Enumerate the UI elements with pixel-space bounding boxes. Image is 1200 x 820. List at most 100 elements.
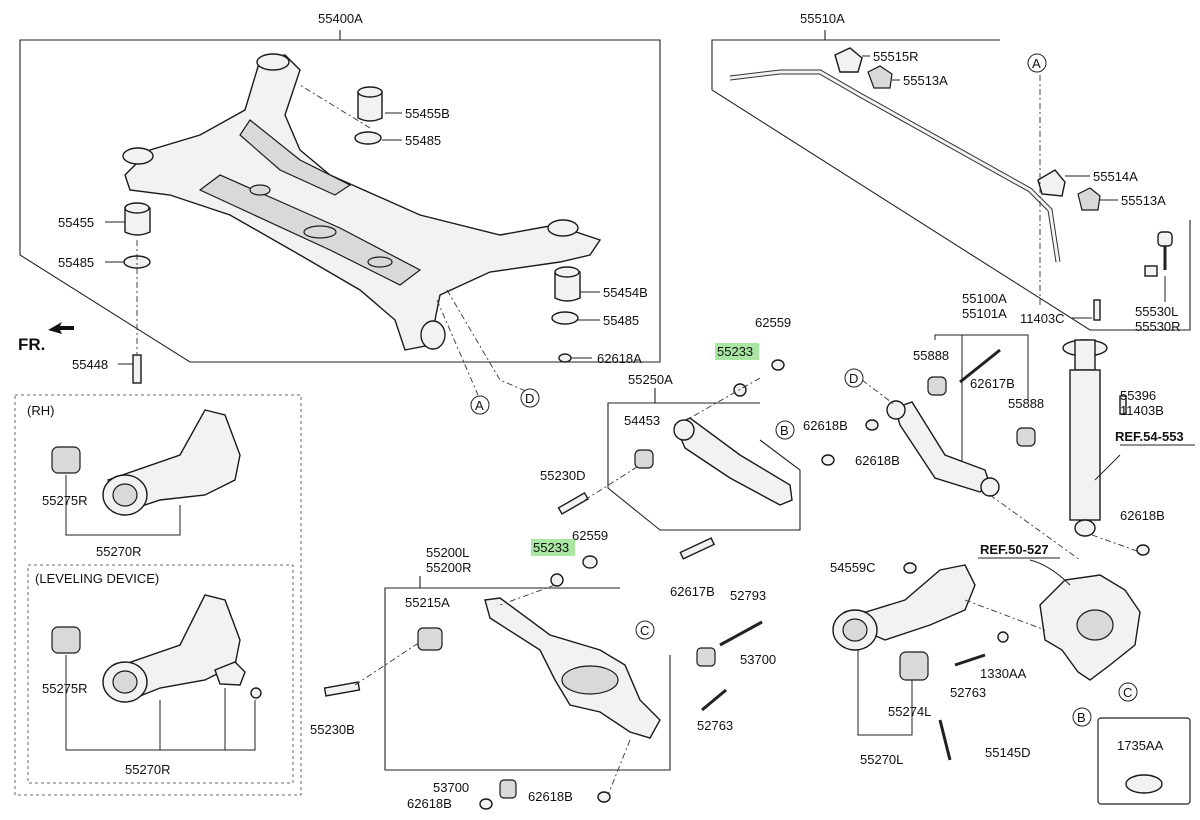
mount-upper-left [256,53,290,71]
bushing-55274L [899,651,929,681]
lead-ref50 [1029,559,1071,586]
nut-62559 [771,359,785,371]
bushing-53700-b [499,779,517,799]
bushing-55455-top [124,202,150,214]
plug-frame [1097,717,1191,805]
front-label: FR. [18,335,45,354]
bushing-55513A-b [1077,187,1101,211]
label-55510A: 55510A [800,11,845,26]
label-62618B: 62618B [855,453,900,468]
label-55396: 55396 [1120,388,1156,403]
callout-A [1027,53,1047,73]
label-55515R: 55515R [873,49,919,64]
label-62618B: 62618B [803,418,848,433]
callout-D [844,368,864,388]
callout-D-text: D [525,391,534,406]
bolt-55448 [132,354,142,384]
bolt-52793 [719,620,763,647]
plug-group: 1735AA [1097,717,1191,805]
bolt-62617B [679,537,716,560]
label-55275R: 55275R [42,681,88,696]
label-REF50: REF.50-527 [980,542,1049,557]
stabilizer-group: 55510A 55515R 55513A 55514A 55513A 55530… [711,11,1191,334]
label-55514A: 55514A [1093,169,1138,184]
bolt-52763 [954,653,986,667]
label-62617B: 62617B [970,376,1015,391]
trailing-arm-frame [607,388,801,531]
dash-ua-2 [989,494,1081,561]
callout-C [1118,682,1138,702]
label-55530L: 55530L [1135,304,1178,319]
lateral-link [674,417,793,506]
label-62618B: 62618B [1120,508,1165,523]
label-54559C: 54559C [830,560,876,575]
dash-ta-1 [689,377,761,419]
bolt-52763 [701,688,727,712]
leveling-bolt [250,687,262,699]
label-62618B: 62618B [528,789,573,804]
nut-62618B [821,454,835,466]
dash-3 [436,299,479,396]
mount-right [547,219,579,237]
bushing-55454B-top [554,266,580,278]
nut-62618B [865,419,879,431]
label-55513A: 55513A [903,73,948,88]
link-bottom [1144,265,1158,277]
label-55200R: 55200R [426,560,472,575]
shock-eye [1074,519,1096,537]
bolt-55230D [557,491,589,515]
label-55200L: 55200L [426,545,469,560]
label-1330AA: 1330AA [980,666,1027,681]
label-55215A: 55215A [405,595,450,610]
lateral-link-eye [673,419,695,441]
bracket-55270L [857,650,913,736]
callout-B-text: B [1077,710,1086,725]
label-55530R: 55530R [1135,319,1181,334]
callout-B [1072,707,1092,727]
label-55270L: 55270L [860,752,903,767]
leveling-bracket [214,661,246,686]
bolt-55396 [1119,395,1127,415]
washer-55485-a [354,131,382,145]
label-55230B: 55230B [310,722,355,737]
bushing-55513A-a [867,65,893,89]
washer-55233 [550,573,564,587]
label-55400A: 55400A [318,11,363,26]
callout-D [520,388,540,408]
label-52763: 52763 [697,718,733,733]
callout-D-text: D [849,371,858,386]
dash-kn-2 [964,599,1046,631]
label-55888: 55888 [1008,396,1044,411]
nut-54559C [903,562,917,574]
trailing-arm-lh-hole [842,618,868,642]
label-55485: 55485 [405,133,441,148]
label-55485: 55485 [58,255,94,270]
label-55230D: 55230D [540,468,586,483]
label-55270R: 55270R [125,762,171,777]
dash-la-1 [354,641,421,686]
crossmember-arm [239,119,352,196]
front-arrow-icon [48,322,74,334]
trailing-arm-lv-hole [112,670,138,694]
label-11403C: 11403C [1020,311,1065,326]
callout-A [470,395,490,415]
rh-frame [14,394,302,796]
callout-A-text: A [1032,56,1041,71]
bushing-55455B-top [357,86,383,98]
label-62618B: 62618B [407,796,452,811]
label-leveling: (LEVELING DEVICE) [35,571,159,586]
label-55485: 55485 [603,313,639,328]
label-55145D: 55145D [985,745,1031,760]
label-53700: 53700 [433,780,469,795]
bolt-55230B [323,681,361,697]
label-1735AA: 1735AA [1117,738,1164,753]
leveling-frame [27,564,294,784]
label-11403B: 11403B [1120,403,1164,418]
label-54453: 54453 [624,413,660,428]
lead-ref54 [1094,454,1121,481]
mount-left [122,147,154,165]
callout-C-text: C [640,623,649,638]
bushing-53700 [696,647,716,667]
shock-group: 55396 11403B REF.54-553 11403C [1020,299,1195,537]
